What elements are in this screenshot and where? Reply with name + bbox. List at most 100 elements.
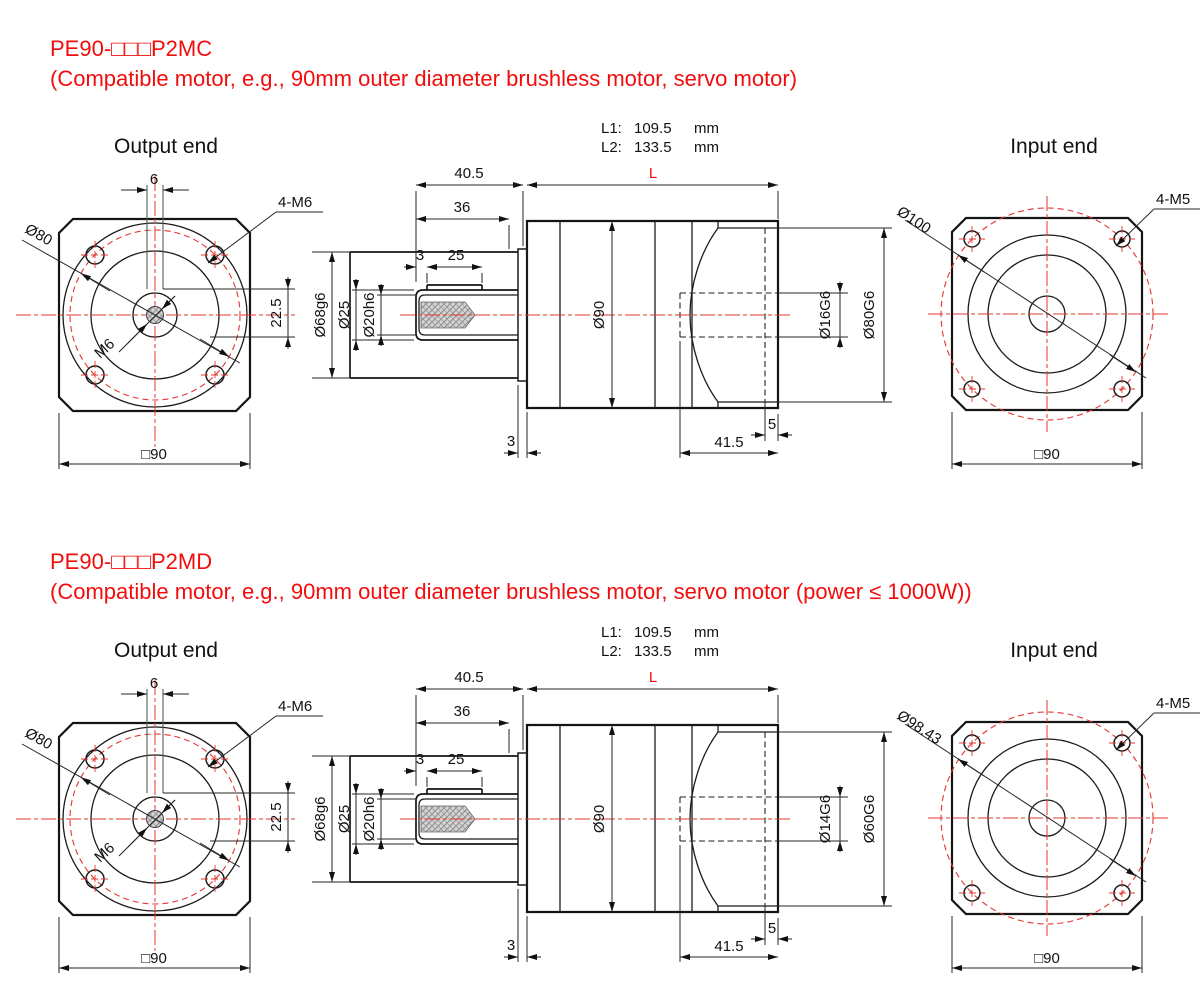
- dim-label-input-bolts: 4-M5: [1156, 695, 1190, 712]
- dim-label-key-length: 25: [448, 247, 465, 264]
- output-bolt-hole: [201, 241, 229, 269]
- input-bolt-hole: [959, 226, 985, 252]
- output-bolt-hole: [81, 361, 109, 389]
- model-code: PE90-□□□P2MD: [50, 549, 213, 574]
- input-bolt-hole: [959, 376, 985, 402]
- l2-label: L2:: [601, 139, 622, 156]
- input-flange-outline: [950, 216, 1144, 412]
- dim-label-input-bore: Ø14G6: [817, 795, 834, 843]
- dim-label-body-dia: Ø90: [591, 805, 608, 833]
- output-bolt-hole: [81, 865, 109, 893]
- dim-label-keyway-width: 6: [150, 171, 158, 188]
- l1-label: L1:: [601, 120, 622, 137]
- input-bolt-hole: [959, 730, 985, 756]
- dim-label-cavity-depth: 41.5: [714, 434, 743, 451]
- l1-unit: mm: [694, 120, 719, 137]
- dim-label-key-start: 3: [416, 247, 424, 264]
- input-bolt-hole: [1109, 226, 1135, 252]
- dim-label-rim-thickness: 3: [507, 433, 515, 450]
- dim-label-output-square: □90: [141, 950, 167, 967]
- l2-value: 133.5: [634, 139, 672, 156]
- model-code: PE90-□□□P2MC: [50, 36, 213, 61]
- side-section-view: L1: 109.5 mm L2: 133.5 mm: [312, 120, 892, 458]
- output-flange-outline: [57, 721, 252, 917]
- input-end-view: Input end: [894, 639, 1200, 973]
- compatibility-note: (Compatible motor, e.g., 90mm outer diam…: [50, 579, 972, 604]
- l2-value: 133.5: [634, 643, 672, 660]
- dim-label-keyway-width: 6: [150, 675, 158, 692]
- dim-label-boss-length: 40.5: [454, 165, 483, 182]
- dim-label-output-square: □90: [141, 446, 167, 463]
- dim-label-input-pilot: Ø60G6: [861, 795, 878, 843]
- dim-label-key-offset: 22.5: [268, 802, 285, 831]
- output-bolt-hole: [81, 241, 109, 269]
- output-bolt-hole: [201, 745, 229, 773]
- input-bolt-hole: [1109, 376, 1135, 402]
- output-shaft-outline: [415, 793, 518, 845]
- dim-label-body-dia: Ø90: [591, 301, 608, 329]
- dim-label-output-bolt-circle: Ø80: [22, 725, 55, 754]
- output-end-view: Output end: [16, 135, 323, 469]
- dim-label-shaft-end-dia: Ø20h6: [361, 796, 378, 841]
- input-end-title: Input end: [1010, 639, 1098, 662]
- output-end-title: Output end: [114, 135, 218, 158]
- output-flange-outline: [57, 217, 252, 413]
- tap-hole-hatch: [420, 805, 476, 833]
- length-table: L1: 109.5 mm L2: 133.5 mm: [601, 624, 719, 660]
- dim-label-total-length: L: [649, 165, 657, 182]
- input-flange-outline: [950, 720, 1144, 916]
- section-header: PE90-□□□P2MC (Compatible motor, e.g., 90…: [50, 34, 797, 94]
- dim-label-cavity-depth: 41.5: [714, 938, 743, 955]
- output-bolt-hole: [201, 361, 229, 389]
- output-end-view: Output end: [16, 639, 323, 973]
- technical-drawing: Output end: [16, 624, 1200, 973]
- dim-label-output-bolts: 4-M6: [278, 194, 312, 211]
- input-bolt-hole: [1109, 880, 1135, 906]
- dim-label-pilot-depth: 5: [768, 416, 776, 433]
- section-header: PE90-□□□P2MD (Compatible motor, e.g., 90…: [50, 547, 972, 607]
- dim-label-rim-thickness: 3: [507, 937, 515, 954]
- output-bolt-circle: [69, 229, 241, 401]
- compatibility-note: (Compatible motor, e.g., 90mm outer diam…: [50, 66, 798, 91]
- dim-label-key-length: 25: [448, 751, 465, 768]
- dim-label-input-bolt-circle: Ø98.43: [894, 707, 945, 748]
- dim-label-shaft-end-dia: Ø20h6: [361, 292, 378, 337]
- dim-label-input-bolt-circle: Ø100: [894, 203, 934, 237]
- dim-label-input-square: □90: [1034, 950, 1060, 967]
- l2-unit: mm: [694, 643, 719, 660]
- technical-drawing: Output end: [16, 120, 1200, 469]
- l1-unit: mm: [694, 624, 719, 641]
- dim-label-shaft-dia: Ø25: [336, 301, 353, 329]
- dim-label-key-start: 3: [416, 751, 424, 768]
- dim-label-output-bolts: 4-M6: [278, 698, 312, 715]
- output-end-title: Output end: [114, 639, 218, 662]
- output-bolt-circle: [69, 733, 241, 905]
- l1-value: 109.5: [634, 120, 672, 137]
- dim-label-pilot-depth: 5: [768, 920, 776, 937]
- dim-label-boss-dia: Ø68g6: [312, 796, 329, 841]
- dim-label-input-bore: Ø16G6: [817, 291, 834, 339]
- l2-unit: mm: [694, 139, 719, 156]
- dim-label-input-bolts: 4-M5: [1156, 191, 1190, 208]
- input-end-title: Input end: [1010, 135, 1098, 158]
- tap-hole-hatch: [420, 301, 476, 329]
- dim-label-output-bolt-circle: Ø80: [22, 221, 55, 250]
- l1-label: L1:: [601, 624, 622, 641]
- dim-label-input-square: □90: [1034, 446, 1060, 463]
- l1-value: 109.5: [634, 624, 672, 641]
- input-bolt-hole: [1109, 730, 1135, 756]
- dim-label-boss-dia: Ø68g6: [312, 292, 329, 337]
- output-shaft-outline: [415, 289, 518, 341]
- l2-label: L2:: [601, 643, 622, 660]
- input-end-view: Input end: [894, 135, 1200, 469]
- dim-label-boss-length: 40.5: [454, 669, 483, 686]
- output-bolt-hole: [201, 865, 229, 893]
- dim-label-shaft-length: 36: [454, 703, 471, 720]
- dim-label-shaft-dia: Ø25: [336, 805, 353, 833]
- side-section-view: L1: 109.5 mm L2: 133.5 mm: [312, 624, 892, 962]
- input-bolt-hole: [959, 880, 985, 906]
- dim-label-key-offset: 22.5: [268, 298, 285, 327]
- dim-label-shaft-length: 36: [454, 199, 471, 216]
- dim-label-input-pilot: Ø80G6: [861, 291, 878, 339]
